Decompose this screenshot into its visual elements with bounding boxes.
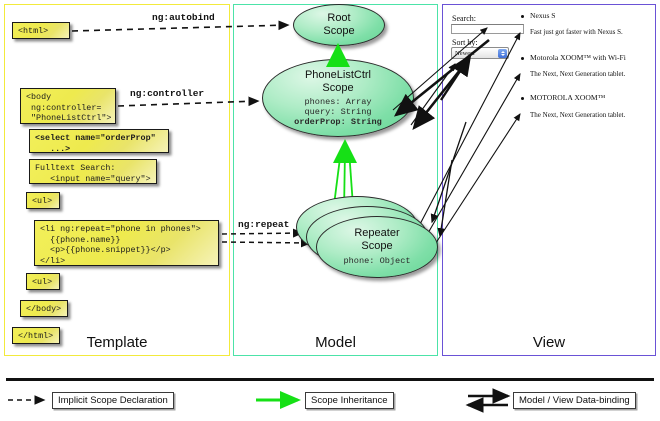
repeater-scope-title: Repeater Scope	[354, 227, 400, 252]
html-close-tag: </html>	[12, 327, 60, 344]
root-scope-title: Root Scope	[323, 12, 355, 37]
phonelistctrl-scope-title: PhoneListCtrl Scope	[304, 69, 372, 94]
phone-item-desc: The Next, Next Generation tablet.	[530, 70, 626, 78]
phone-item-title: Motorola XOOM™ with Wi-Fi	[530, 53, 626, 62]
phone-item-title: MOTOROLA XOOM™	[530, 93, 606, 102]
list-bullet-icon	[521, 15, 524, 18]
ng-controller-label: ng:controller	[130, 88, 205, 99]
model-column: Model	[233, 4, 438, 356]
sort-by-label: Sort by:	[452, 38, 478, 47]
model-column-label: Model	[315, 334, 356, 351]
li-ngrepeat-tag: <li ng:repeat="phone in phones"> {{phone…	[34, 220, 219, 266]
repeater-scope-props: phone: Object	[343, 256, 411, 266]
body-controller-tag: <body ng:controller= "PhoneListCtrl">	[20, 88, 116, 124]
search-label: Search:	[452, 14, 476, 23]
phone-item-desc: Fast just got faster with Nexus S.	[530, 28, 623, 36]
chevron-updown-icon[interactable]	[498, 49, 507, 58]
legend-implicit-scope-declaration: Implicit Scope Declaration	[52, 392, 174, 409]
phonelistctrl-scope-props: phones: Array query: String	[304, 97, 372, 117]
sort-by-selected-value: Newest	[455, 50, 475, 57]
fulltext-search-input-tag: Fulltext Search: <input name="query">	[29, 159, 157, 184]
phonelistctrl-scope-ellipse: PhoneListCtrl Scope phones: Array query:…	[262, 59, 414, 137]
list-bullet-icon	[521, 57, 524, 60]
phonelistctrl-scope-props-bold: orderProp: String	[294, 117, 382, 127]
sort-by-select[interactable]: Newest	[451, 47, 509, 59]
body-close-tag: </body>	[20, 300, 68, 317]
phone-item-desc: The Next, Next Generation tablet.	[530, 111, 626, 119]
select-orderprop-tag: <select name="orderProp" ...>	[29, 129, 169, 154]
ul-open-tag: <ul>	[26, 192, 60, 209]
html-open-tag: <html>	[12, 22, 70, 39]
root-scope-ellipse: Root Scope	[293, 4, 385, 46]
phone-item-title: Nexus S	[530, 11, 556, 20]
legend-model-view-databinding: Model / View Data-binding	[513, 392, 636, 409]
legend-divider	[6, 378, 654, 381]
ng-repeat-label: ng:repeat	[238, 219, 290, 230]
legend-scope-inheritance: Scope Inheritance	[305, 392, 394, 409]
ng-autobind-label: ng:autobind	[152, 12, 215, 23]
ul-close-tag: <ul>	[26, 273, 60, 290]
list-bullet-icon	[521, 97, 524, 100]
repeater-scope-ellipse-front: Repeater Scope phone: Object	[316, 216, 438, 278]
search-input[interactable]	[451, 24, 524, 34]
template-column-label: Template	[86, 334, 148, 351]
view-column-label: View	[532, 334, 566, 351]
